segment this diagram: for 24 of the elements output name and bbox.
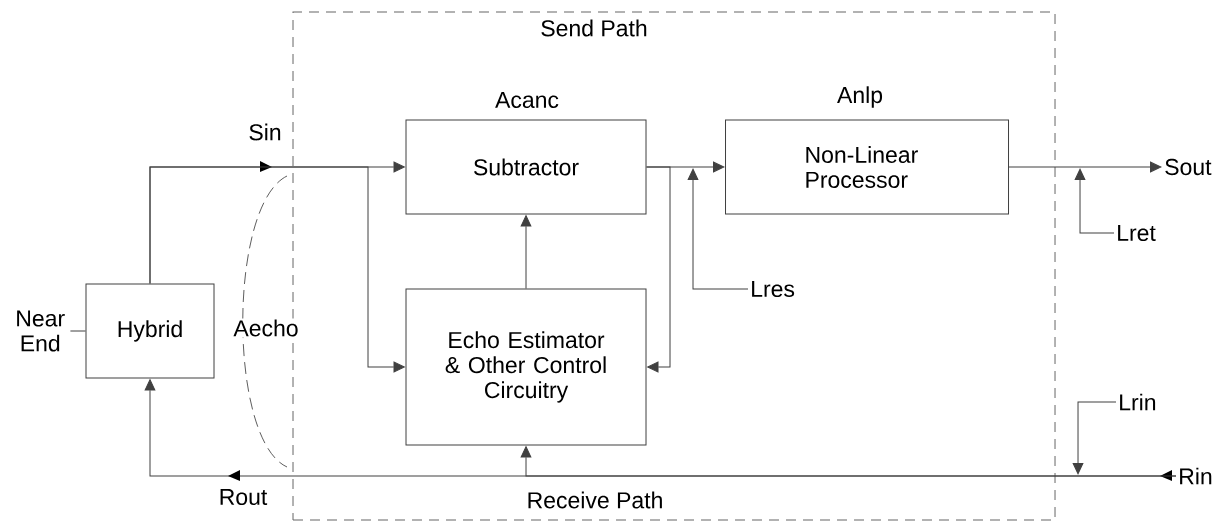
block-box: Echo Estimator & Other Control Circuitry <box>405 288 647 446</box>
signal-label: Lrin <box>1120 393 1156 411</box>
block-label: Anlp <box>837 86 883 108</box>
arrow <box>646 166 671 373</box>
arrow <box>1008 161 1162 173</box>
boundary-label: Send Path <box>541 19 647 37</box>
boundary-label: Receive Path <box>528 491 662 509</box>
arrow <box>520 215 532 289</box>
signal-label: Lret <box>1118 225 1156 241</box>
signal-label: Rout <box>217 488 269 507</box>
block-label: Acanc <box>495 92 559 108</box>
arrow <box>687 168 749 290</box>
arrow <box>520 446 1177 477</box>
signal-label: Rin <box>1180 467 1212 485</box>
arrow <box>149 166 405 373</box>
arrow <box>1074 168 1115 234</box>
signal-label: Sin <box>247 122 283 142</box>
block-box: Non-Linear Processor <box>725 119 1009 215</box>
signal-label: Near End <box>17 310 65 352</box>
signal-label: Lres <box>752 281 795 297</box>
block-box: Subtractor <box>405 119 647 215</box>
signal-label: Sout <box>1165 158 1212 176</box>
arrow <box>1072 401 1117 475</box>
block-box: Hybrid <box>85 283 215 379</box>
